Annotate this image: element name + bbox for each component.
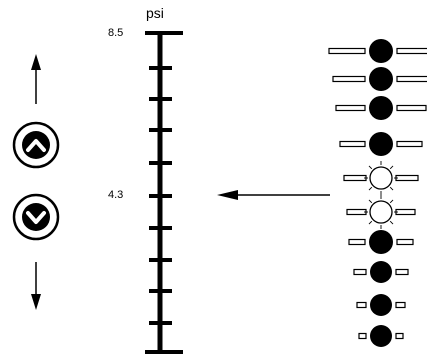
decrease-button[interactable]: [12, 193, 60, 241]
indicator-light: [358, 325, 404, 347]
chevron-up-icon: [26, 139, 46, 152]
indicator-light: [353, 261, 409, 283]
pressure-scale: [145, 31, 183, 354]
indicator-light: [348, 230, 414, 254]
indicator-lights: [328, 39, 427, 347]
increase-button[interactable]: [12, 121, 60, 169]
pointer-arrow: [217, 190, 330, 200]
arrow-up-icon: [31, 54, 41, 104]
indicator-light-lit: [346, 195, 416, 229]
scale-ticks: [149, 66, 172, 325]
indicator-light-lit: [343, 161, 419, 195]
chevron-down-icon: [26, 211, 46, 224]
indicator-light: [335, 96, 427, 120]
marked-tick-label: 4.3: [108, 189, 124, 201]
arrow-down-icon: [31, 262, 41, 310]
indicator-light: [328, 39, 427, 63]
indicator-light: [339, 132, 423, 156]
indicator-light: [332, 67, 427, 91]
indicator-light: [356, 294, 406, 316]
max-tick-label: 8.5: [108, 27, 124, 39]
unit-label: psi: [146, 5, 164, 21]
